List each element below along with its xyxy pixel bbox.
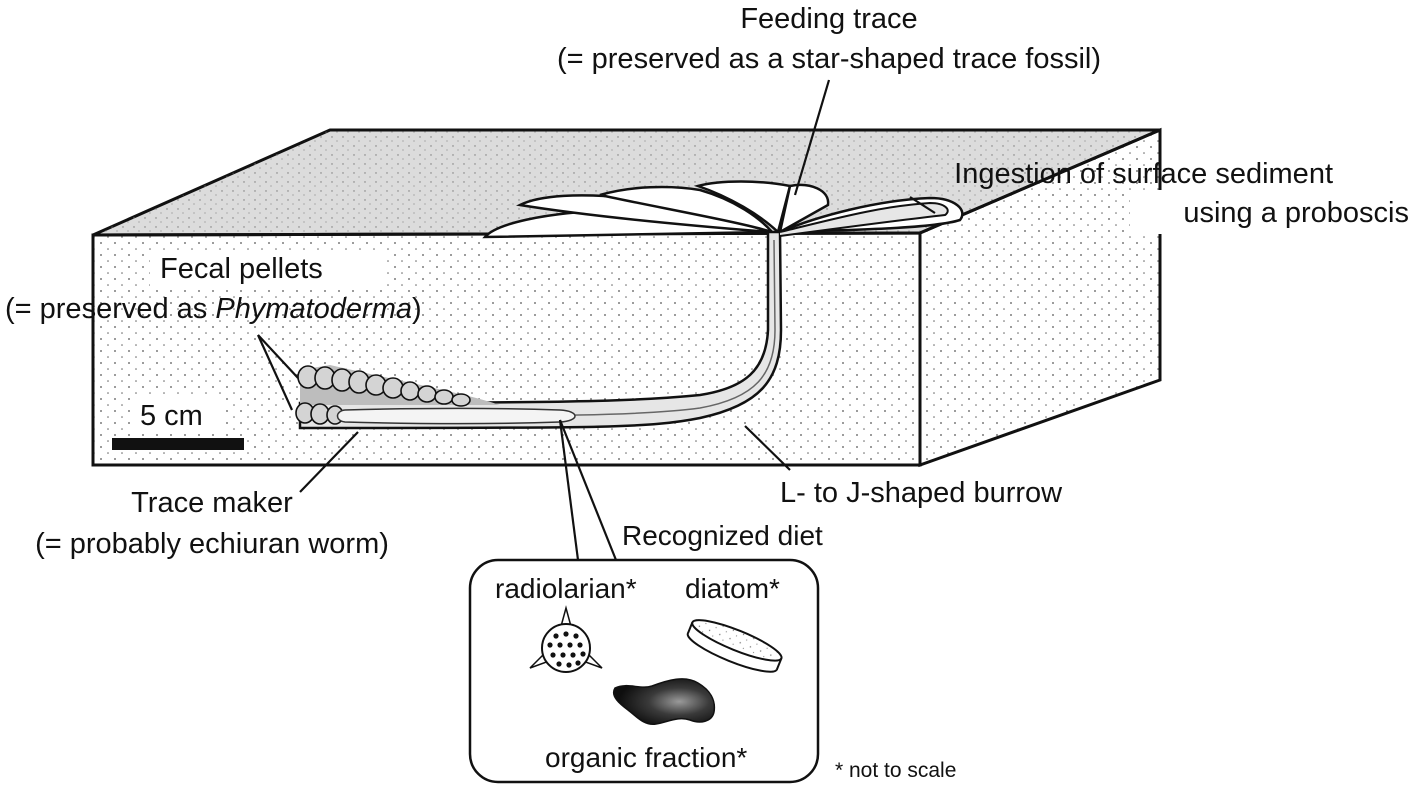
diatom-icon [686,619,783,673]
scale-bar-label: 5 cm [140,400,203,432]
ingestion-label-line2: using a proboscis [1183,197,1409,229]
radiolarian-label: radiolarian* [495,573,637,604]
block-side-face [918,127,1162,468]
organic-fraction-icon [613,678,716,725]
trace-maker-subtitle: (= probably echiuran worm) [35,528,389,560]
diatom-label: diatom* [685,573,780,604]
feeding-trace-subtitle: (= preserved as a star-shaped trace foss… [557,43,1101,75]
fecal-pellets [295,365,500,425]
leader-lines [256,79,936,561]
trace-maker-worm [336,407,576,425]
recognized-diet-title: Recognized diet [622,520,823,551]
scale-bar [112,438,244,450]
fecal-pellets-title: Fecal pellets [160,253,323,285]
trace-maker-title: Trace maker [131,487,293,519]
radiolarian-icon [529,605,603,673]
ingestion-label-line1: Ingestion of surface sediment [954,158,1333,190]
organic-fraction-label: organic fraction* [545,742,747,773]
footnote: * not to scale [835,759,956,782]
burrow-label: L- to J-shaped burrow [780,477,1063,509]
feeding-trace-title: Feeding trace [740,3,917,35]
diet-box: radiolarian* diatom* organic fraction* [468,558,820,784]
fecal-pellets-subtitle: (= preserved as Phymatoderma) [5,293,422,325]
